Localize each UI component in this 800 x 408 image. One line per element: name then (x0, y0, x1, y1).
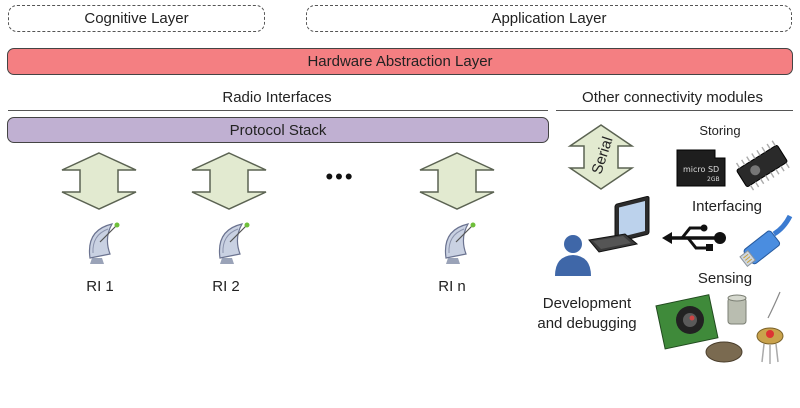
microsd-size: 2GB (707, 176, 720, 183)
eeprom-chip-icon (735, 140, 790, 191)
satellite-dish-icon (218, 222, 250, 264)
satellite-dish-icon (88, 222, 120, 264)
sensing-label: Sensing (697, 270, 753, 287)
application-layer-label: Application Layer (491, 10, 607, 27)
more-interfaces-ellipsis: ••• (325, 164, 355, 189)
hardware-abstraction-layer-bar: Hardware Abstraction Layer (7, 48, 793, 75)
sensors-icon (655, 291, 784, 364)
cylinder-sensor-icon (727, 294, 747, 325)
cognitive-layer-box: Cognitive Layer (8, 5, 265, 32)
hal-label: Hardware Abstraction Layer (307, 53, 493, 70)
user-icon (555, 235, 591, 276)
ethernet-cable-icon (739, 214, 793, 267)
radio-arrow-n (419, 152, 495, 210)
storing-label: Storing (699, 123, 741, 138)
radio-interface-label-1: RI 1 (86, 278, 114, 295)
radio-interface-label-n: RI n (438, 278, 466, 295)
other-connectivity-rule (556, 110, 793, 111)
microsd-card-icon: micro SD 2GB (676, 149, 726, 187)
camera-module-icon (655, 294, 719, 350)
satellite-dish-icon (444, 222, 476, 264)
other-connectivity-heading: Other connectivity modules (582, 89, 763, 106)
protocol-stack-label: Protocol Stack (229, 121, 327, 139)
radio-arrow-1 (61, 152, 137, 210)
radio-interfaces-rule (8, 110, 548, 111)
coin-icon (705, 341, 743, 363)
serial-arrow (567, 124, 635, 190)
radio-interface-label-2: RI 2 (212, 278, 240, 295)
radio-arrow-2 (191, 152, 267, 210)
application-layer-box: Application Layer (306, 5, 792, 32)
usb-icon (662, 224, 726, 251)
transistor-sensor-icon (756, 291, 784, 364)
interfacing-label: Interfacing (691, 198, 763, 215)
development-debugging-label: Development and debugging (522, 294, 652, 334)
microsd-text: micro SD (683, 165, 719, 174)
computer-icon (588, 195, 650, 253)
radio-interfaces-heading: Radio Interfaces (222, 89, 332, 106)
protocol-stack-bar: Protocol Stack (7, 117, 549, 143)
debugging-line: and debugging (537, 315, 637, 332)
cognitive-layer-label: Cognitive Layer (84, 10, 189, 27)
development-line: Development (542, 295, 632, 312)
